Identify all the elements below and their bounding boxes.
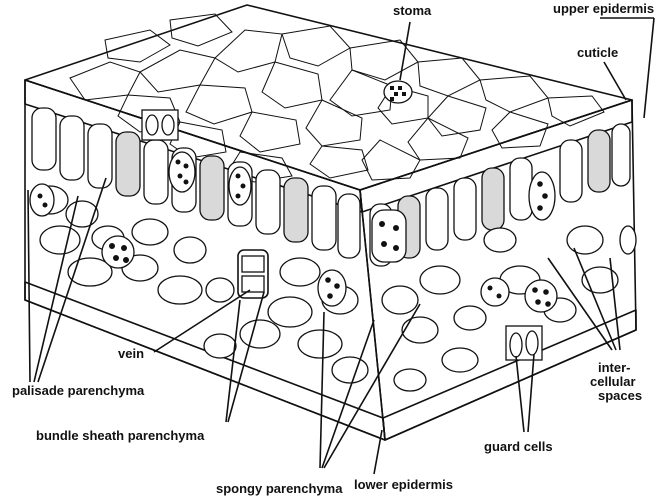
- guard-cells-lower: [506, 326, 542, 360]
- label-intercellular-1: inter-: [598, 360, 631, 375]
- label-intercellular-3: spaces: [598, 388, 642, 403]
- label-guard-cells: guard cells: [484, 439, 553, 454]
- surface-stoma: [384, 81, 412, 103]
- label-bundle-sheath-parenchyma: bundle sheath parenchyma: [36, 428, 205, 443]
- label-cuticle: cuticle: [577, 45, 618, 60]
- edge-stoma: [142, 110, 178, 140]
- label-spongy-parenchyma: spongy parenchyma: [216, 481, 343, 496]
- label-vein: vein: [118, 346, 144, 361]
- label-intercellular-2: cellular: [590, 374, 636, 389]
- label-stoma: stoma: [393, 3, 432, 18]
- label-upper-epidermis: upper epidermis: [553, 1, 654, 16]
- vein-bundle: [238, 250, 268, 298]
- label-lower-epidermis: lower epidermis: [354, 477, 453, 492]
- palisade-cells-front: [32, 108, 360, 258]
- label-palisade-parenchyma: palisade parenchyma: [12, 383, 145, 398]
